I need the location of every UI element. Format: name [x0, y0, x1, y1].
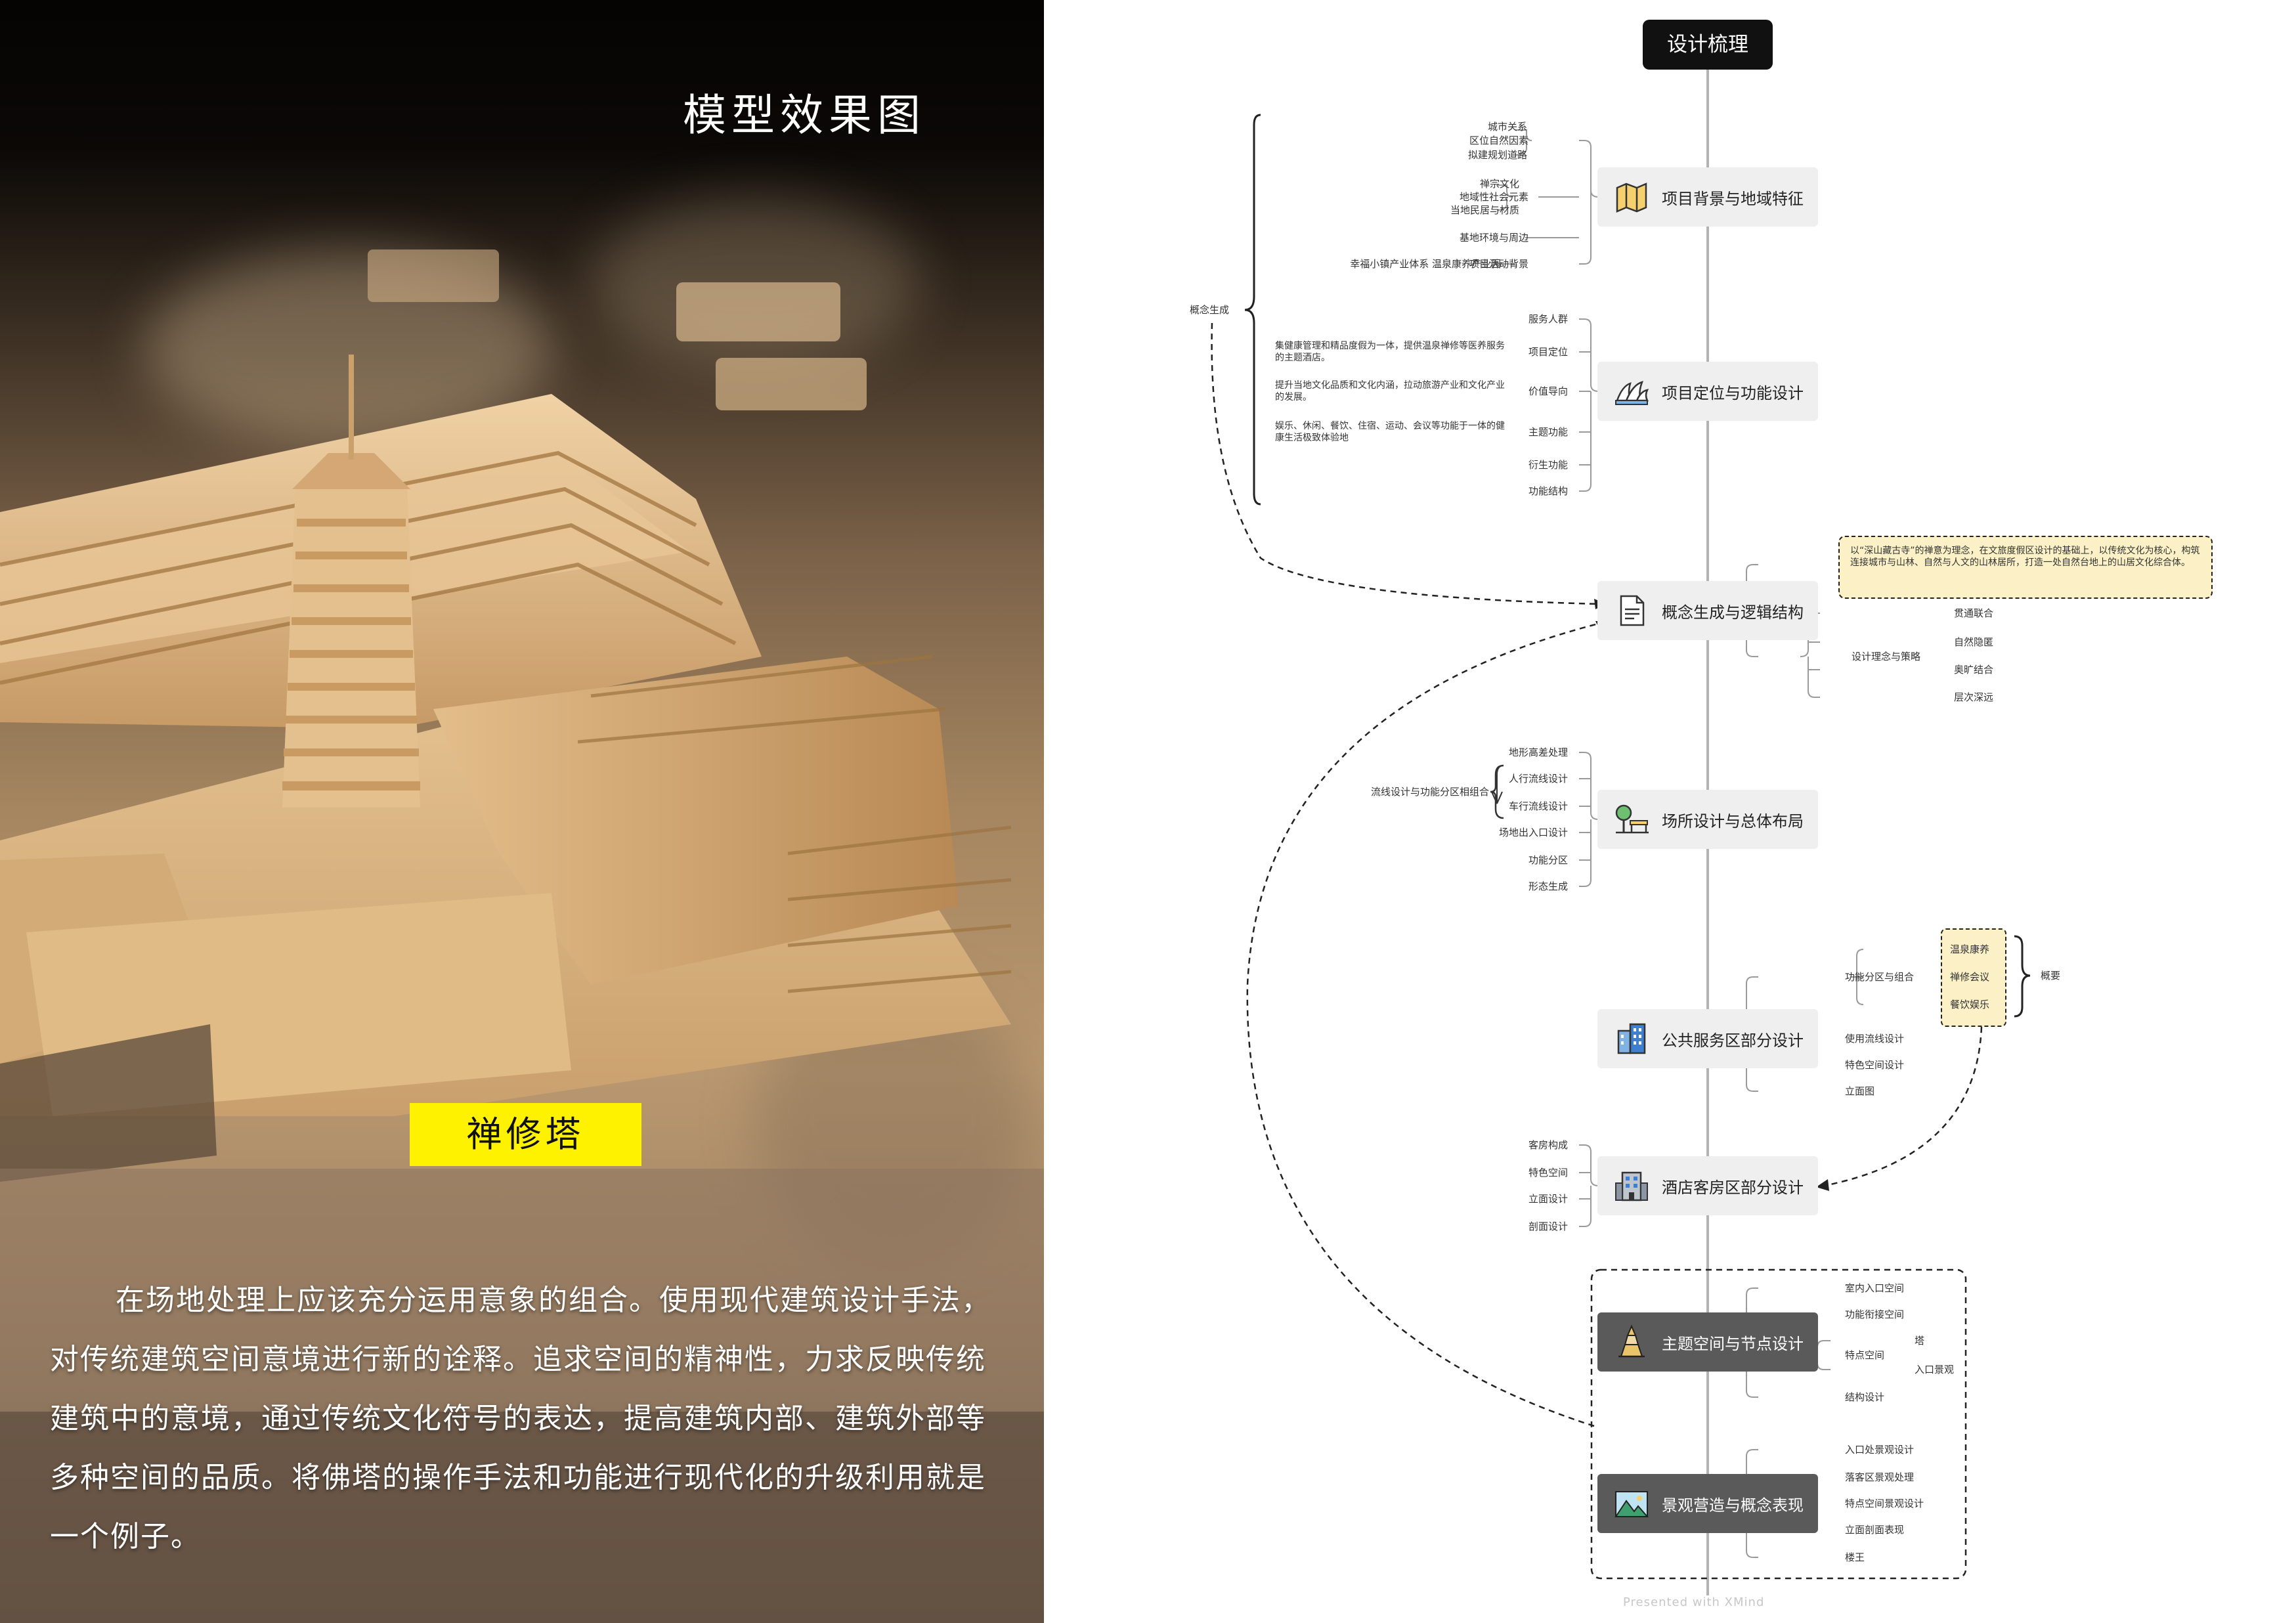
leaf-topic[interactable]: 拟建规划道路	[1467, 149, 1527, 161]
hotel-icon	[1615, 1171, 1648, 1201]
landscape-icon	[1614, 1491, 1649, 1517]
topic-label: 项目背景与地域特征	[1662, 189, 1804, 208]
sub-topic[interactable]: 设计理念与策略	[1852, 651, 1921, 662]
sub-topic[interactable]: 服务人群	[1528, 313, 1568, 325]
topic-project-background[interactable]: 项目背景与地域特征	[1597, 167, 1818, 227]
concept-note-callout[interactable]: 以“深山藏古寺”的禅意为理念，在文旅度假区设计的基础上，以传统文化为核心，构筑连…	[1838, 536, 2213, 599]
leaf-topic[interactable]: 贯通联合	[1954, 607, 1994, 619]
sub-topic[interactable]: 特点空间	[1845, 1349, 1885, 1361]
leaf-text[interactable]: 提升当地文化品质和文化内涵，拉动旅游产业和文化产业的发展。	[1275, 380, 1505, 402]
leaf-topic[interactable]: 奥旷结合	[1954, 664, 1994, 676]
side-concept-label[interactable]: 概念生成	[1190, 304, 1230, 316]
leaf-text[interactable]: 集健康管理和精品度假为一体，提供温泉禅修等医养服务的主题酒店。	[1275, 341, 1505, 363]
sub-topic[interactable]: 功能分区	[1528, 854, 1568, 866]
sub-topic[interactable]: 特色空间设计	[1845, 1059, 1905, 1071]
sub-topic[interactable]: 立面剖面表现	[1845, 1524, 1905, 1536]
sub-topic[interactable]: 剖面设计	[1528, 1221, 1568, 1232]
tower-icon	[1618, 1324, 1645, 1358]
park-bench-icon	[1615, 804, 1649, 834]
photo-paragraph: 在场地处理上应该充分运用意象的组合。使用现代建筑设计手法，对传统建筑空间意境进行…	[50, 1284, 991, 1553]
topic-label: 主题空间与节点设计	[1662, 1334, 1804, 1353]
sub-topic[interactable]: 入口处景观设计	[1845, 1444, 1915, 1456]
leaf-topic[interactable]: 层次深远	[1954, 691, 1994, 703]
leaf-topic[interactable]: 餐饮娱乐	[1950, 999, 1990, 1010]
sub-topic[interactable]: 结构设计	[1845, 1391, 1885, 1403]
sub-topic[interactable]: 特点空间景观设计	[1845, 1498, 1924, 1509]
document-icon	[1620, 595, 1645, 626]
topic-site-layout[interactable]: 场所设计与总体布局	[1597, 790, 1818, 849]
sub-topic[interactable]: 价值导向	[1528, 385, 1568, 397]
topic-label: 景观营造与概念表现	[1662, 1496, 1804, 1515]
opera-house-icon	[1615, 381, 1649, 405]
leaf-topic[interactable]: 幸福小镇产业体系 温泉康养产业园	[1350, 258, 1501, 270]
sub-topic[interactable]: 项目活动背景	[1469, 258, 1528, 270]
topic-theme-space[interactable]: 主题空间与节点设计	[1597, 1312, 1818, 1372]
sub-topic[interactable]: 形态生成	[1528, 880, 1568, 892]
topic-public-service[interactable]: 公共服务区部分设计	[1597, 1009, 1818, 1068]
sub-topic[interactable]: 场地出入口设计	[1498, 827, 1568, 838]
topic-label: 概念生成与逻辑结构	[1662, 603, 1804, 622]
topic-label: 酒店客房区部分设计	[1662, 1178, 1804, 1197]
topic-project-positioning[interactable]: 项目定位与功能设计	[1597, 362, 1818, 421]
sub-topic[interactable]: 基地环境与周边	[1459, 232, 1528, 244]
leaf-topic[interactable]: 禅修会议	[1950, 971, 1990, 983]
architecture-model-drawing	[0, 249, 1044, 1623]
leaf-topic[interactable]: 城市关系	[1487, 121, 1527, 133]
summary-topic[interactable]: 流线设计与功能分区相组合	[1370, 786, 1489, 798]
leaf-topic[interactable]: 当地民居与材质	[1450, 204, 1519, 216]
sub-topic[interactable]: 室内入口空间	[1845, 1282, 1905, 1294]
topic-label: 场所设计与总体布局	[1662, 812, 1804, 831]
sub-topic[interactable]: 楼王	[1845, 1551, 1865, 1563]
leaf-topic[interactable]: 温泉康养	[1950, 943, 1990, 955]
office-building-icon	[1617, 1023, 1646, 1054]
sub-topic[interactable]: 落客区景观处理	[1845, 1471, 1915, 1483]
sub-topic[interactable]: 衍生功能	[1528, 459, 1568, 471]
leaf-topic[interactable]: 自然隐匿	[1954, 636, 1994, 648]
leaf-topic[interactable]: 禅宗文化	[1479, 178, 1519, 190]
topic-landscape[interactable]: 景观营造与概念表现	[1597, 1474, 1818, 1533]
leaf-text[interactable]: 娱乐、休闲、餐饮、住宿、运动、会议等功能于一体的健康生活极致体验地	[1275, 421, 1505, 443]
sub-topic[interactable]: 立面设计	[1528, 1193, 1568, 1205]
sub-topic[interactable]: 项目定位	[1528, 346, 1568, 358]
sub-topic[interactable]: 使用流线设计	[1845, 1033, 1905, 1045]
summary-topic[interactable]: 概要	[2041, 970, 2061, 982]
leaf-group-box	[1941, 928, 2006, 1027]
sub-topic[interactable]: 区位自然因素	[1469, 135, 1528, 146]
topic-hotel-rooms[interactable]: 酒店客房区部分设计	[1597, 1156, 1818, 1215]
sub-topic[interactable]: 特色空间	[1528, 1167, 1568, 1179]
tower-label: 禅修塔	[410, 1103, 641, 1166]
xmind-watermark: Presented with XMind	[1623, 1595, 1765, 1609]
sub-topic[interactable]: 主题功能	[1528, 426, 1568, 438]
topic-concept-logic[interactable]: 概念生成与逻辑结构	[1597, 581, 1818, 640]
photo-title: 模型效果图	[683, 90, 926, 141]
sub-topic[interactable]: 功能结构	[1528, 485, 1568, 497]
sub-topic[interactable]: 人行流线设计	[1508, 773, 1568, 785]
topic-label: 项目定位与功能设计	[1662, 383, 1804, 402]
model-photo: 模型效果图 禅修塔 在场地处理上应该充分运用意象的组合。使用现代建筑设计手法，对…	[0, 0, 1044, 1623]
topic-label: 公共服务区部分设计	[1662, 1031, 1804, 1050]
mind-map: 设计梳理 项目背景与地域特征 区位自然因素 地域性社会元素 基地环境与周边 项目…	[1044, 0, 2296, 1623]
root-topic[interactable]: 设计梳理	[1643, 20, 1773, 70]
map-icon	[1616, 183, 1647, 213]
sub-topic[interactable]: 功能衔接空间	[1845, 1309, 1905, 1320]
sub-topic[interactable]: 地域性社会元素	[1459, 191, 1528, 203]
leaf-topic[interactable]: 入口景观	[1915, 1364, 1955, 1375]
sub-topic[interactable]: 功能分区与组合	[1845, 971, 1915, 983]
sub-topic[interactable]: 立面图	[1845, 1085, 1875, 1097]
sub-topic[interactable]: 地形高差处理	[1508, 747, 1568, 758]
sub-topic[interactable]: 客房构成	[1528, 1139, 1568, 1151]
sub-topic[interactable]: 车行流线设计	[1508, 800, 1568, 812]
leaf-topic[interactable]: 塔	[1915, 1335, 1925, 1347]
